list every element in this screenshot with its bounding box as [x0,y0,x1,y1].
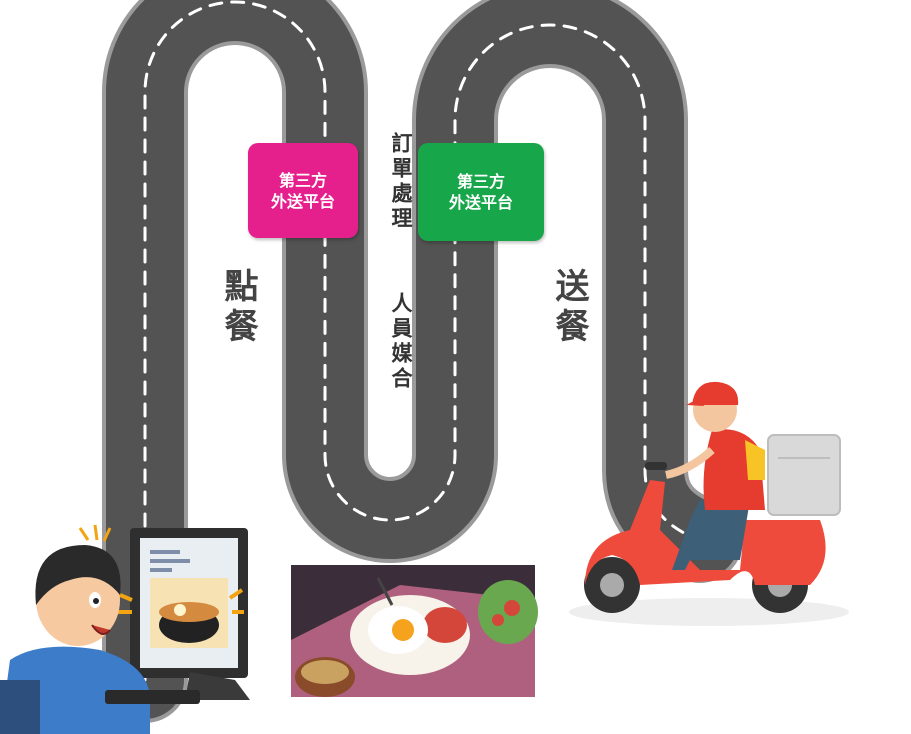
monitor-stand [185,672,250,700]
scooter-body [585,480,826,585]
keyboard [105,690,200,704]
order-label: 點餐 [218,268,258,348]
platform-label-line1: 第三方 [278,170,327,190]
attention-spark-icon [118,588,244,614]
winding-road [102,0,743,723]
rider-legs [672,500,750,570]
third-party-platform-box-order: 第三方 外送平台 [248,143,358,238]
rider-arm [665,447,715,479]
rider-cap [692,381,739,405]
platform-label-line2: 外送平台 [448,193,513,212]
delivery-label: 送餐 [549,268,589,348]
surprise-lines-icon [78,524,112,542]
person-hair [35,545,121,605]
tomato-slices [423,607,467,643]
food-plate-photo [291,565,538,697]
delivery-rider-illustration [569,381,849,626]
platform-label-line1: 第三方 [456,172,505,191]
fork-icon [376,577,394,606]
screen-text-lines-icon [150,550,190,572]
delivery-box [767,434,841,516]
staff-matching-label: 人員媒合 [389,292,413,392]
platform-label-line2: 外送平台 [270,191,335,211]
order-processing-label: 訂單處理 [389,132,413,232]
third-party-platform-box-delivery: 第三方 外送平台 [418,143,544,241]
scooter-handlebar [645,462,667,470]
person-ordering-illustration [0,524,250,734]
